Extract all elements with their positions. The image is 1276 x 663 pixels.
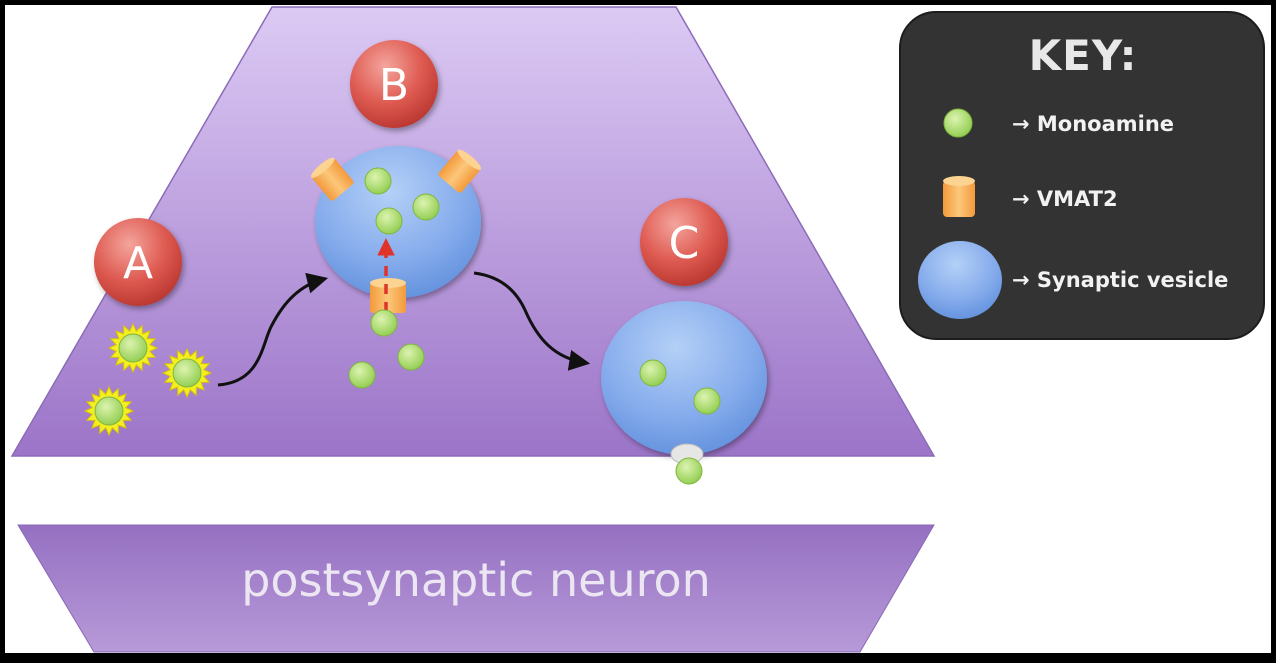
badge-c-label: C	[669, 218, 700, 269]
postsynaptic-neuron: postsynaptic neuron	[17, 524, 935, 653]
monoamine	[375, 207, 403, 235]
key-panel: KEY: → Monoamine → VMAT2 → Synaptic vesi…	[899, 11, 1265, 340]
monoamine	[94, 396, 124, 426]
key-item-synaptic-vesicle: → Synaptic vesicle	[918, 241, 1228, 319]
starburst-monoamine	[161, 347, 213, 399]
vmat2-transporter-left	[310, 157, 354, 201]
starburst-monoamine	[83, 385, 135, 437]
key-vmat2-label: → VMAT2	[1012, 187, 1118, 211]
badge-a: A	[94, 218, 182, 306]
monoamine	[639, 359, 667, 387]
badge-a-label: A	[123, 238, 153, 289]
monoamine-icon	[943, 108, 973, 138]
monoamine	[118, 333, 148, 363]
key-vesicle-label: → Synaptic vesicle	[1012, 268, 1228, 292]
monoamine	[172, 358, 202, 388]
synaptic-vesicle-icon	[918, 241, 1002, 319]
monoamine	[412, 193, 440, 221]
vmat2-transporter-right	[438, 149, 482, 193]
step-badges: A B C	[94, 40, 728, 306]
transport-arrow	[473, 271, 591, 371]
monoamine	[364, 167, 392, 195]
uptake-arrow	[217, 272, 329, 387]
key-title: KEY:	[1029, 31, 1138, 80]
vmat2-transporter-bottom	[370, 278, 406, 313]
monoamine	[348, 361, 376, 389]
starburst-monoamine	[107, 322, 159, 374]
monoamine	[693, 387, 721, 415]
postsynaptic-label: postsynaptic neuron	[241, 553, 711, 607]
monoamine	[370, 309, 398, 337]
badge-b: B	[350, 40, 438, 128]
monoamines	[348, 167, 721, 485]
released-monoamines	[83, 322, 213, 437]
badge-b-label: B	[379, 60, 409, 111]
badge-c: C	[640, 198, 728, 286]
key-item-vmat2: → VMAT2	[943, 176, 1118, 217]
monoamine	[397, 343, 425, 371]
key-monoamine-label: → Monoamine	[1012, 112, 1174, 136]
monoamine	[675, 457, 703, 485]
key-item-monoamine: → Monoamine	[943, 108, 1174, 138]
vmat2-icon	[943, 176, 975, 217]
